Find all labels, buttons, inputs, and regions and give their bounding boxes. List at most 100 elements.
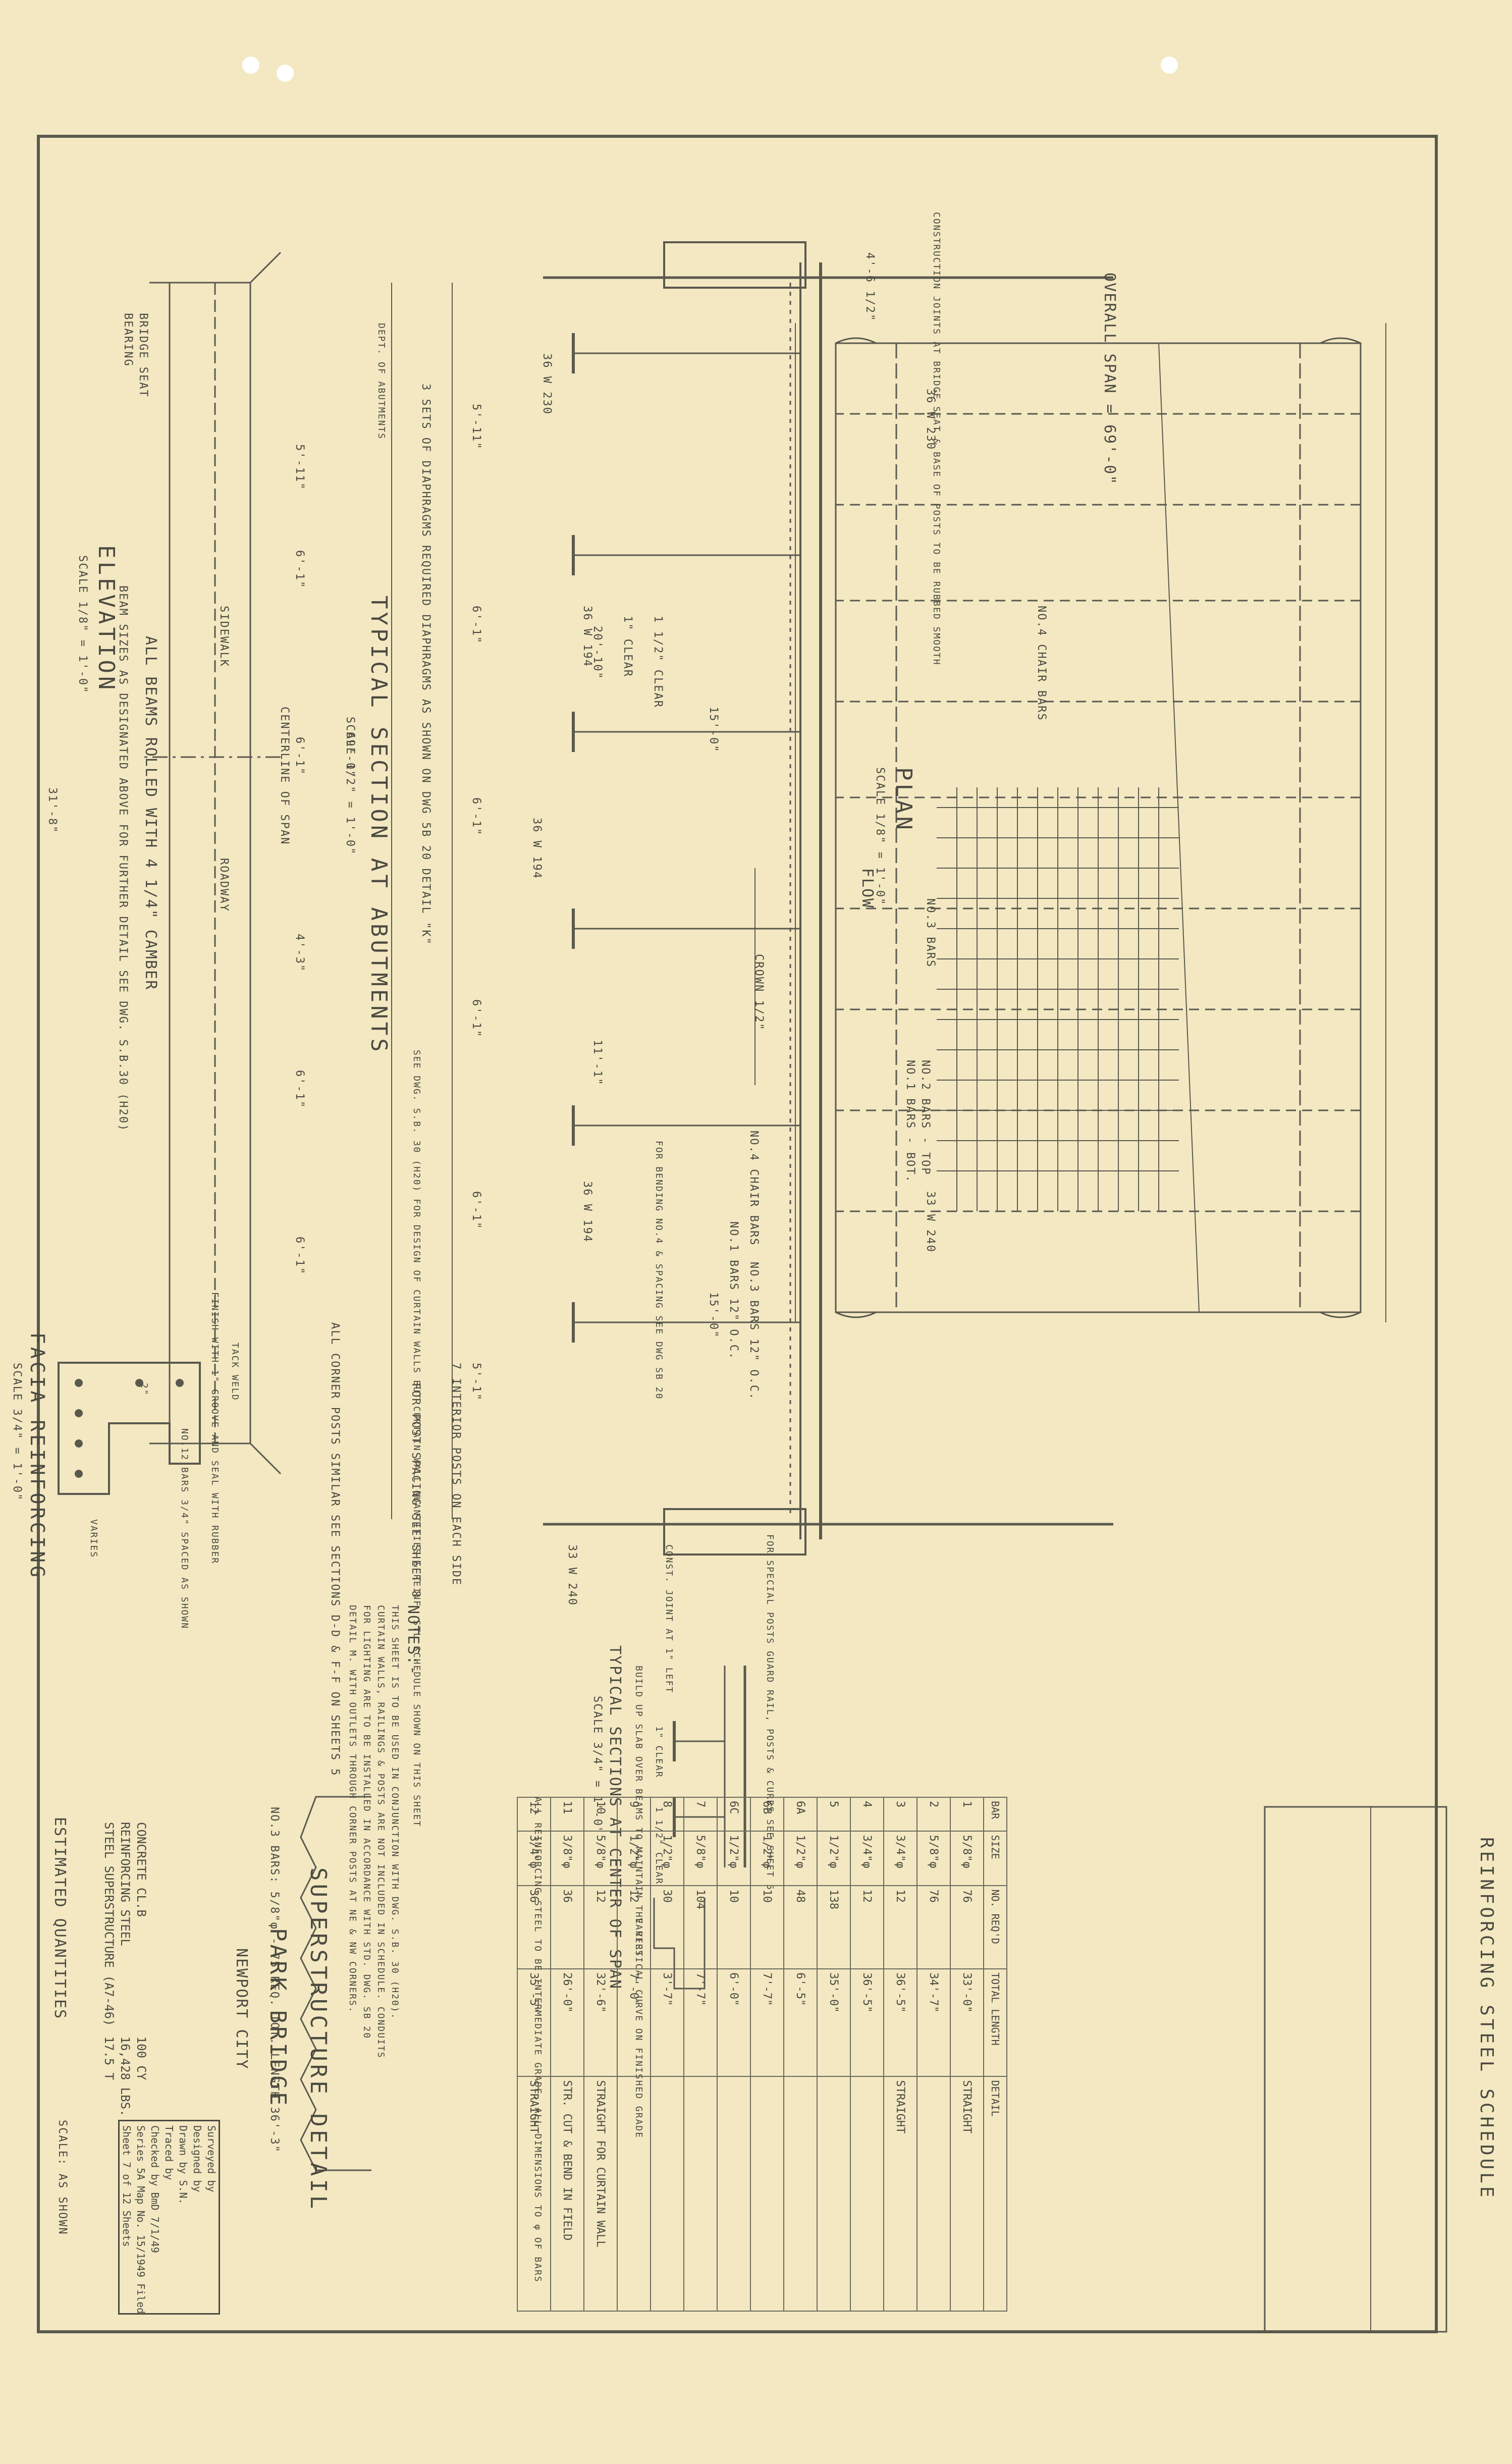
schedule-cell: 6C <box>717 1797 750 1832</box>
schedule-cell: 104 <box>684 1886 717 1969</box>
schedule-cell: 1/2"φ <box>717 1831 750 1886</box>
notes-heading: NOTES:- <box>404 1605 422 1676</box>
plan-note: 7 INTERIOR POSTS ON EACH SIDE <box>450 1363 462 1586</box>
section-label: CONST. JOINT AT 1" LEFT <box>664 1544 674 1694</box>
schedule-cell: 3/4"φ <box>850 1831 884 1886</box>
plan-dim: 6'-1" <box>293 1237 306 1275</box>
facia-label: 2" <box>139 1383 149 1396</box>
section-label: 36 W 194 <box>581 1181 593 1243</box>
section-title: TYPICAL SECTION AT ABUTMENTS <box>366 596 392 1055</box>
elevation-title: ELEVATION <box>93 545 119 693</box>
schedule-cell: STRAIGHT <box>950 2076 984 2311</box>
schedule-cell: 11 <box>551 1797 584 1832</box>
elevation-label: BEARING <box>122 313 134 367</box>
quantities-heading: ESTIMATED QUANTITIES <box>51 1817 69 2020</box>
crown-section <box>653 1666 746 1990</box>
section-label: 36 W 230 <box>541 353 553 415</box>
facia-title: FACIA REINFORCING <box>26 1332 48 1580</box>
punch-hole <box>1161 57 1178 74</box>
schedule-cell: 76 <box>917 1886 950 1969</box>
quantity-item: REINFORCING STEEL <box>118 1822 132 1946</box>
sheet-number: Sheet 7 of 12 Sheets <box>121 2125 133 2247</box>
section-label: CROWN 1/2" <box>752 954 765 1031</box>
schedule-cell: 1/2"φ <box>651 1831 684 1886</box>
quantity-value: 16,428 LBS. <box>118 2036 132 2117</box>
schedule-cell: 33'-0" <box>950 1969 984 2077</box>
plan-label: 33 W 240 <box>924 1191 937 1253</box>
elevation-scale: SCALE 1/8" = 1'-0" <box>76 555 89 694</box>
schedule-footnote: ALL REINFORCING STEEL TO BE INTERMEDIATE… <box>532 1797 543 2283</box>
schedule-cell: 12 <box>884 1886 917 1969</box>
plan-label: NO.3 BARS <box>924 898 937 968</box>
plan-dim: 6'-1" <box>293 737 306 776</box>
schedule-cell <box>784 2076 817 2311</box>
schedule-cell: 6'-5" <box>784 1969 817 2077</box>
schedule-header: TOTAL LENGTH <box>984 1969 1007 2077</box>
schedule-cell: 3'-7" <box>651 1969 684 2077</box>
title-line-2: PARK BRIDGE <box>265 1928 291 2109</box>
schedule-cell: 5 <box>817 1797 850 1832</box>
schedule-cell: 9 <box>617 1797 651 1832</box>
schedule-cell: 8 <box>651 1797 684 1832</box>
plan-label: SIDEWALK <box>218 606 230 667</box>
schedule-cell: 6B <box>750 1797 784 1832</box>
facia-label: NO.12 BARS 3/4" SPACED AS SHOWN <box>179 1428 190 1629</box>
plan-view <box>754 323 1386 1322</box>
schedule-cell <box>717 2076 750 2311</box>
section-label: DEPT. OF ABUTMENTS <box>376 323 387 440</box>
drawn-by: Drawn by S.N. <box>177 2125 189 2205</box>
traced-by: Traced by <box>163 2125 175 2180</box>
schedule-cell: 3/4"φ <box>884 1831 917 1886</box>
section-label: 36 W 194 <box>581 606 593 667</box>
quantity-value: 100 CY <box>134 2036 148 2080</box>
schedule-cell: 10 <box>750 1886 784 1969</box>
schedule-cell: 3 <box>884 1797 917 1832</box>
schedule-cell: 7 <box>684 1797 717 1832</box>
facia-detail <box>58 1362 201 1495</box>
schedule-cell: 30 <box>651 1886 684 1969</box>
schedule-cell <box>750 2076 784 2311</box>
section-label: 1" CLEAR <box>621 616 634 677</box>
schedule-header: BAR <box>984 1797 1007 1832</box>
schedule-cell: 1/2"φ <box>617 1831 651 1886</box>
elevation-label: BRIDGE SEAT <box>137 313 149 398</box>
plan-note: ALL CORNER POSTS SIMILAR SEE SECTIONS D-… <box>329 1322 341 1777</box>
checked-by: Checked by BmD 7/1/49 <box>149 2125 161 2253</box>
schedule-cell <box>617 2076 651 2311</box>
elevation-view <box>139 251 282 1475</box>
title-line-1: SUPERSTRUCTURE DETAIL <box>305 1867 331 2212</box>
facia-scale: SCALE 3/4" = 1'-0" <box>11 1363 23 1502</box>
schedule-cell: 35'-0" <box>817 1969 850 2077</box>
section-dim: 15'-0" <box>707 707 720 753</box>
schedule-cell <box>684 2076 717 2311</box>
plan-dim: 4'-3" <box>293 934 306 973</box>
diaphragm-note: 3 SETS OF DIAPHRAGMS REQUIRED DIAPHRAGMS… <box>419 384 432 945</box>
title-block: Surveyed by Designed by Drawn by S.N. Tr… <box>118 2120 220 2315</box>
section-label: FOR BENDING NO.4 & SPACING SEE DWG SB 20 <box>654 1141 664 1400</box>
sheet-border <box>37 135 1438 2333</box>
schedule-cell: 12 <box>617 1886 651 1969</box>
title-block-frame <box>1264 1806 1447 2333</box>
facia-label: TACK WELD <box>230 1343 240 1401</box>
plan-overall-span: OVERALL SPAN = 69'-0" <box>1101 273 1118 486</box>
punch-hole <box>242 57 259 74</box>
section-dim: 5'-1" <box>470 1363 482 1402</box>
section-dim: 5'-11" <box>470 404 482 450</box>
schedule-cell: 36 <box>551 1886 584 1969</box>
schedule-cell <box>917 2076 950 2311</box>
curtain-wall-note: SEE DWG. S.B. 30 (H20) FOR DESIGN OF CUR… <box>411 1050 422 1828</box>
quantity-value: 17.5 T <box>102 2036 116 2080</box>
